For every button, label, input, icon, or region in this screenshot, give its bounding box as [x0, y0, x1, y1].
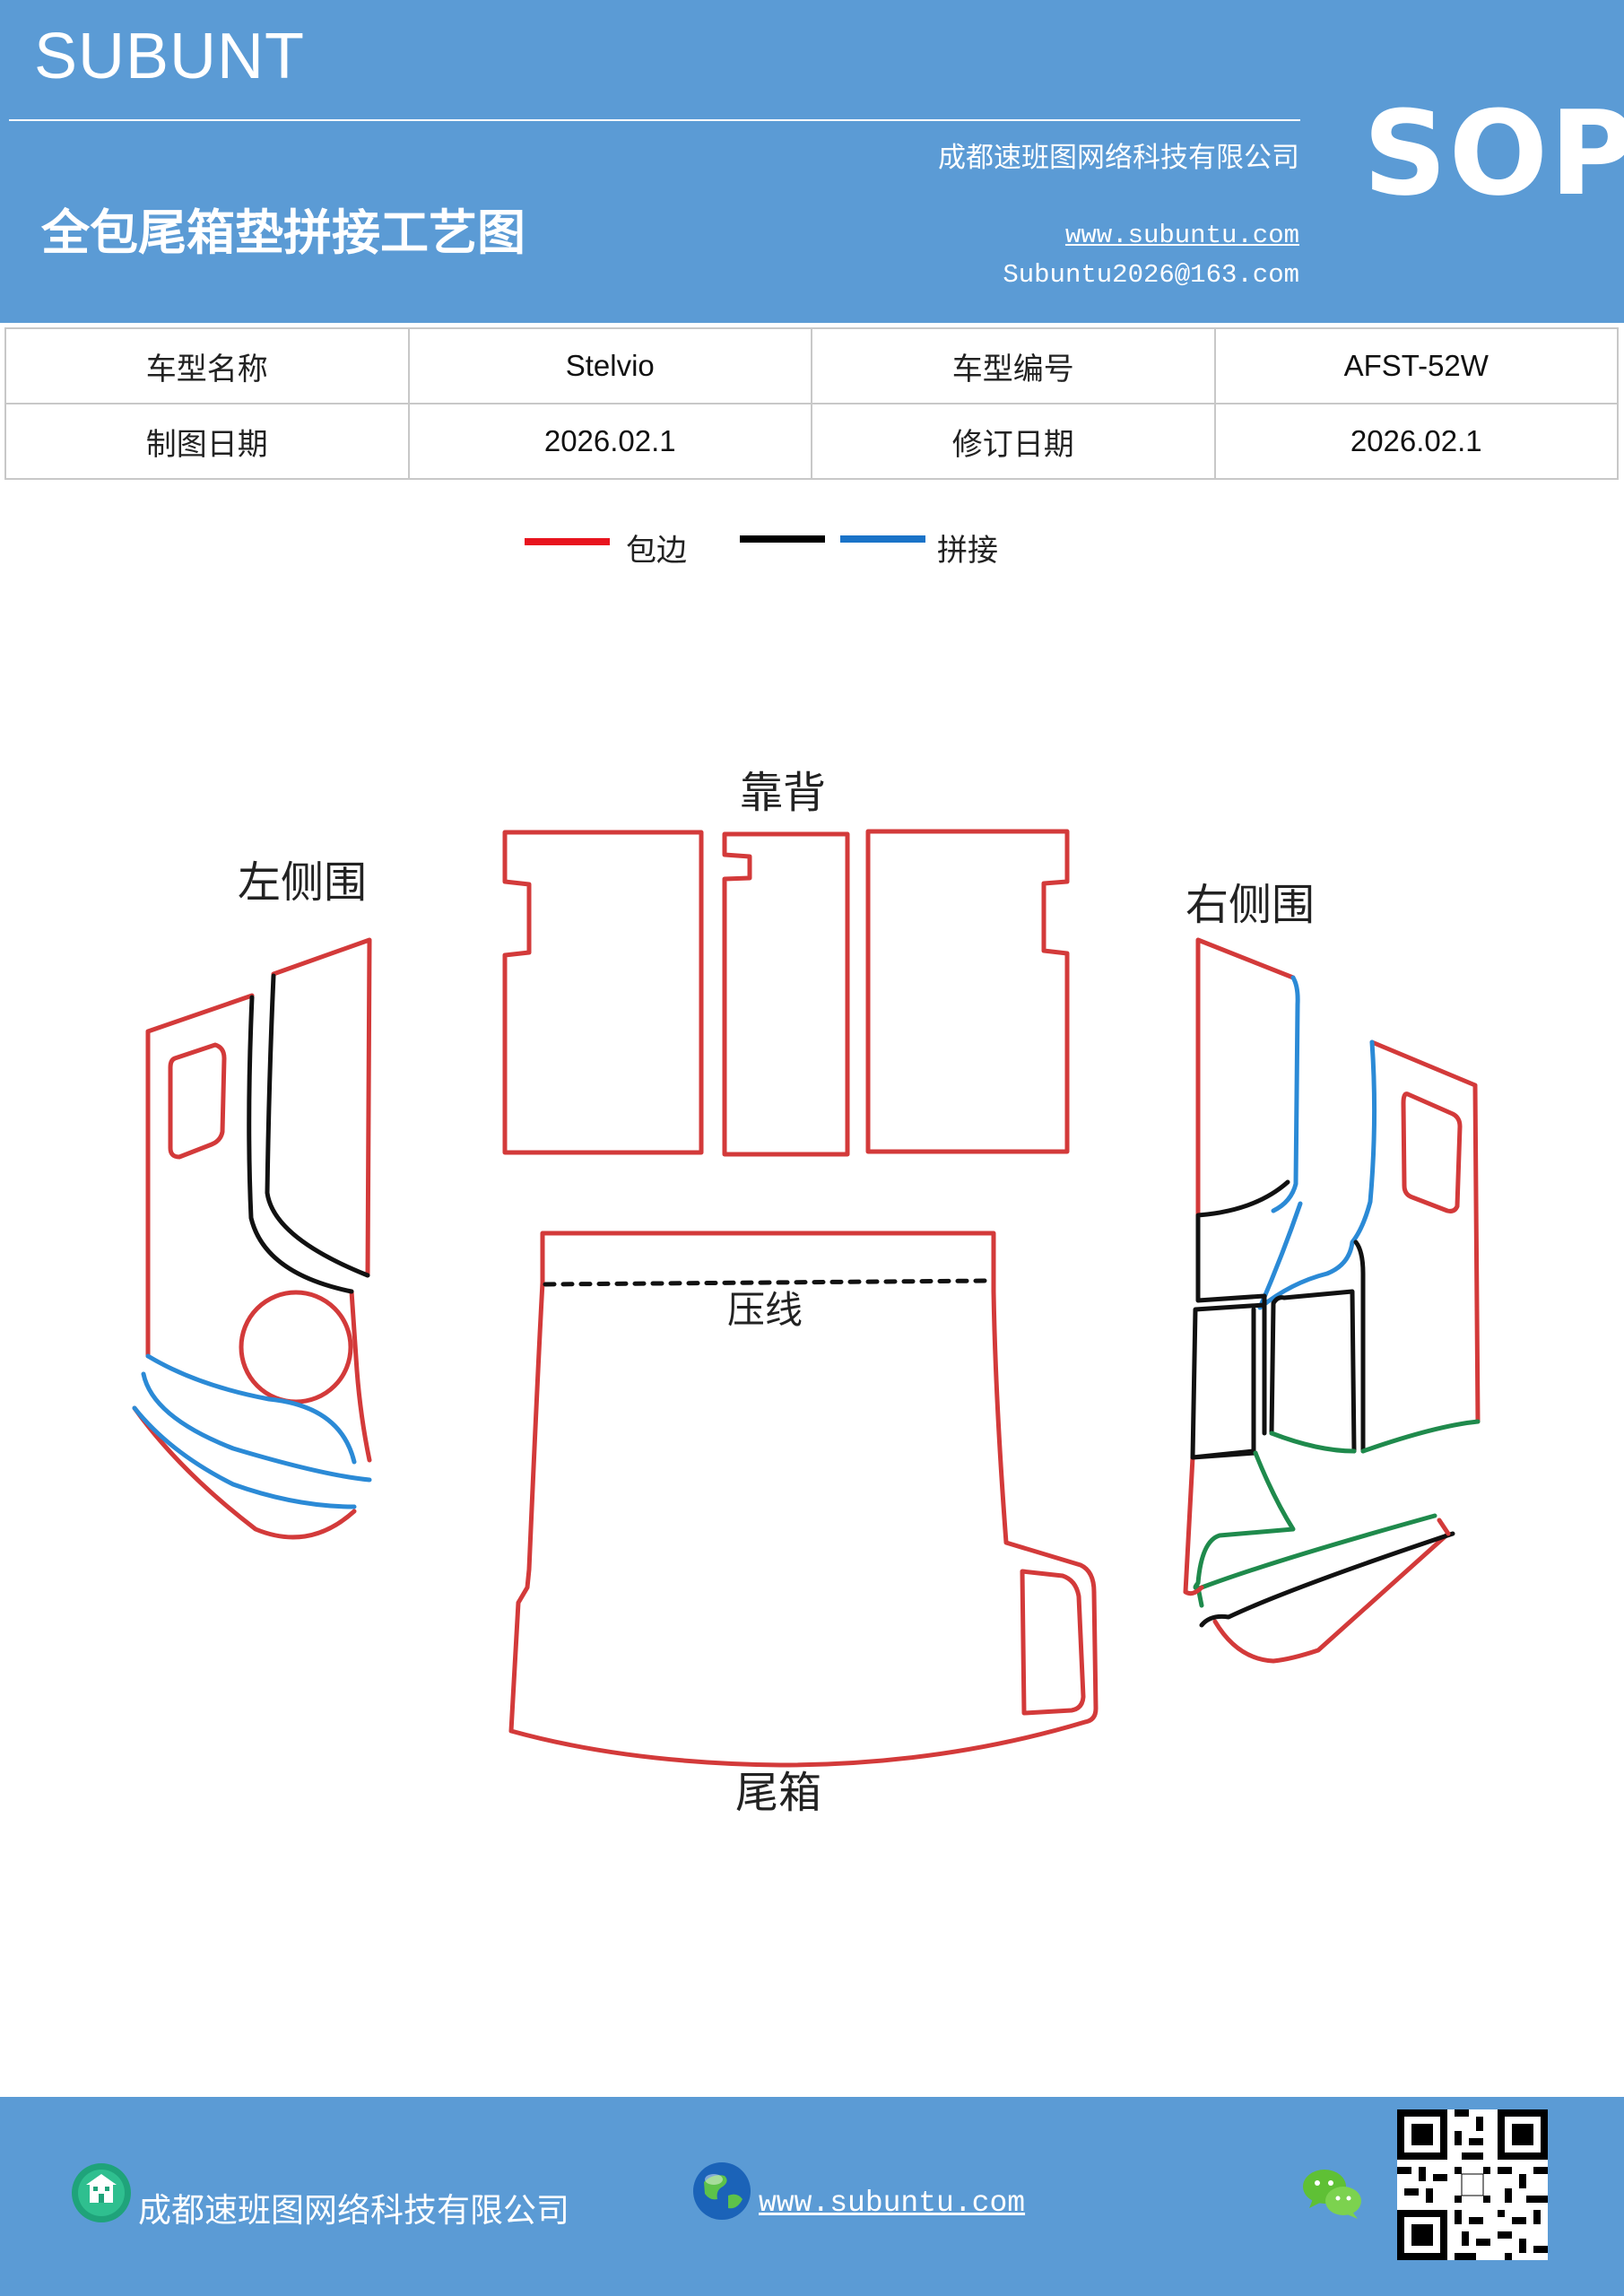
header-divider [9, 119, 1300, 121]
table-cell-label: 车型编号 [811, 327, 1216, 404]
left-black-seam [247, 973, 370, 1294]
table-cell-value: 2026.02.1 [1213, 403, 1619, 480]
label-trunk: 尾箱 [735, 1768, 821, 1818]
legend-swatch-blue [840, 535, 925, 543]
left-window [168, 1042, 227, 1160]
legend-swatch-black [740, 535, 825, 543]
label-left-side: 左侧围 [238, 857, 367, 908]
legend-label-edge: 包边 [626, 533, 687, 569]
right-side-panel [1183, 937, 1481, 1664]
backrest-middle-panel [722, 831, 850, 1157]
globe-icon [693, 2162, 751, 2220]
footer-website-link[interactable]: www.subuntu.com [759, 2187, 1026, 2220]
table-row: 车型名称 Stelvio 车型编号 AFST-52W [4, 327, 1619, 404]
right-black-seam [1190, 1179, 1455, 1628]
press-line [543, 1278, 994, 1287]
brand-logo-text: SUBUNT [34, 21, 306, 92]
backrest-right-panel [865, 829, 1070, 1154]
right-blue-seam [1257, 975, 1377, 1310]
table-cell-label: 车型名称 [4, 327, 410, 404]
left-side-panel [132, 937, 372, 1540]
left-speaker-cover [239, 1290, 353, 1405]
table-cell-value: 2026.02.1 [407, 403, 812, 480]
backrest-panels [502, 829, 1070, 1157]
backrest-left-panel [502, 830, 704, 1155]
website-link[interactable]: www.subuntu.com [1064, 221, 1299, 250]
splice-diagram: 靠背 左侧围 右侧围 压线 尾箱 [132, 768, 1481, 1818]
table-cell-value: Stelvio [407, 327, 812, 404]
trunk-floor [508, 1231, 1099, 1768]
label-right-side: 右侧围 [1185, 880, 1315, 930]
trunk-main-panel [508, 1231, 1099, 1768]
label-back: 靠背 [740, 768, 826, 818]
legend-label-splice: 拼接 [937, 533, 998, 569]
qr-code-icon[interactable] [1397, 2109, 1548, 2260]
right-outer-edge [1183, 937, 1481, 1664]
left-blue-seam [132, 1353, 372, 1509]
building-icon [72, 2163, 131, 2222]
left-outer-edge [132, 937, 372, 1540]
sop-badge: SOP [1363, 85, 1624, 222]
label-press-line: 压线 [727, 1288, 803, 1332]
wechat-icon [1303, 2170, 1361, 2219]
footer-company-name: 成都速班图网络科技有限公司 [138, 2191, 569, 2230]
trunk-pocket [1020, 1569, 1086, 1716]
table-cell-label: 制图日期 [4, 403, 410, 480]
table-row: 制图日期 2026.02.1 修订日期 2026.02.1 [4, 403, 1619, 480]
vehicle-info-table: 车型名称 Stelvio 车型编号 AFST-52W 制图日期 2026.02.… [4, 327, 1619, 480]
email-address[interactable]: Subuntu2026@163.com [1003, 260, 1299, 290]
footer-banner: 成都速班图网络科技有限公司 www.subuntu.com [0, 2097, 1624, 2296]
right-outer-edge-lower [1183, 1518, 1451, 1596]
right-green-seam [1193, 1419, 1481, 1608]
table-cell-label: 修订日期 [811, 403, 1216, 480]
legend-swatch-red [525, 538, 610, 545]
header-banner: SUBUNT 成都速班图网络科技有限公司 全包尾箱垫拼接工艺图 www.subu… [0, 0, 1624, 323]
table-cell-value: AFST-52W [1213, 327, 1619, 404]
right-window [1401, 1091, 1463, 1213]
company-name: 成都速班图网络科技有限公司 [938, 142, 1299, 174]
document-title: 全包尾箱垫拼接工艺图 [41, 204, 525, 261]
